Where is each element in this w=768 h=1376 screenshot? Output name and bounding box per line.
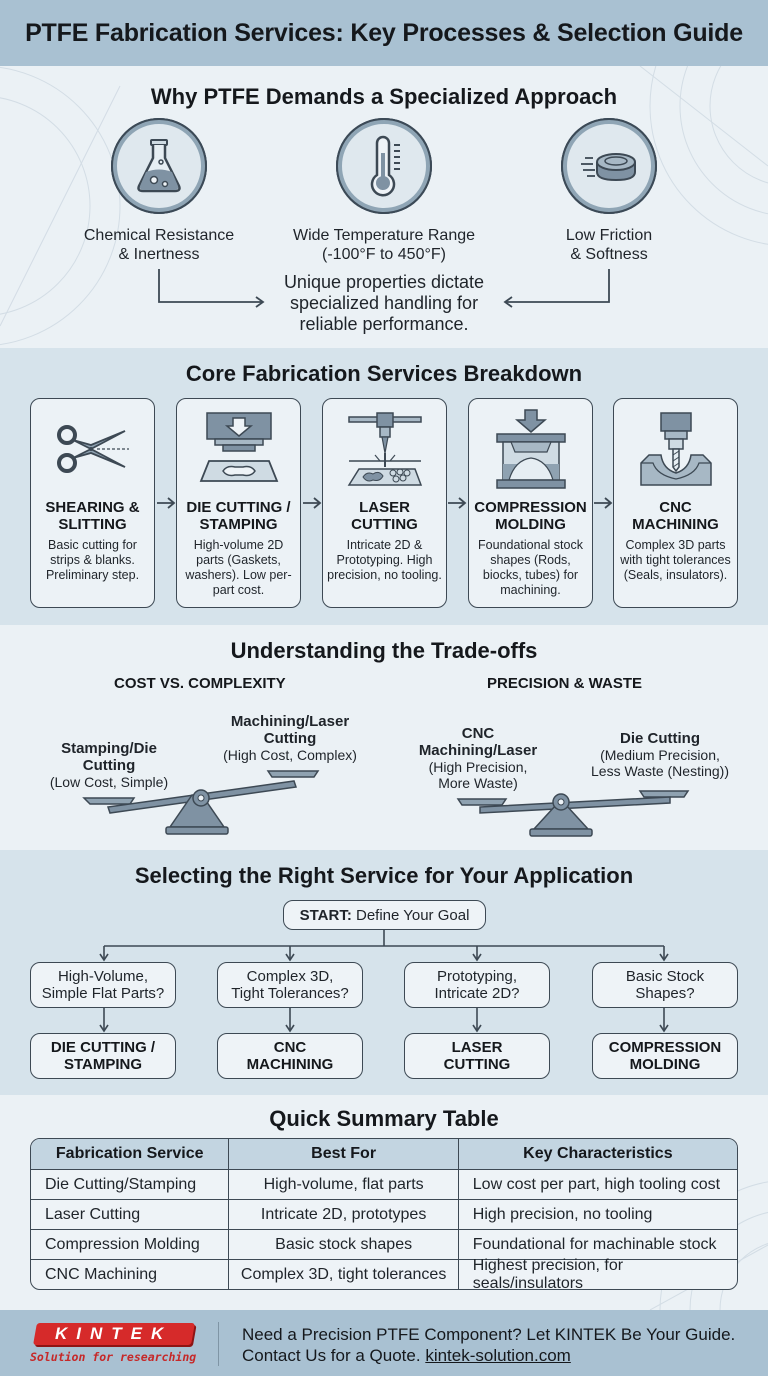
selection-title: Selecting the Right Service for Your App… <box>134 863 634 888</box>
why-conclusion: Unique properties dictate specialized ha… <box>283 272 485 334</box>
table-row: Compression Molding Basic stock shapes F… <box>31 1229 737 1259</box>
column-header: Best For <box>228 1139 457 1169</box>
why-section: Why PTFE Demands a Specialized Approach … <box>0 66 768 348</box>
footer-cta: Need a Precision PTFE Component? Let KIN… <box>242 1325 736 1365</box>
die-press-icon <box>177 399 300 499</box>
arrow-right-icon <box>303 497 322 509</box>
property-chemical: Chemical Resistance & Inertness <box>59 118 259 264</box>
core-services-section: Core Fabrication Services Breakdown SHEA… <box>0 348 768 625</box>
core-title: Core Fabrication Services Breakdown <box>185 361 583 386</box>
flask-icon <box>111 118 207 214</box>
cost-right-label: Machining/Laser Cutting (High Cost, Comp… <box>223 713 357 763</box>
property-friction: Low Friction & Softness <box>509 118 709 264</box>
page-header: PTFE Fabrication Services: Key Processes… <box>0 0 768 66</box>
logo-tagline: Solution for researching <box>30 1350 197 1364</box>
start-node: START: Define Your Goal <box>283 900 486 930</box>
thermometer-icon <box>336 118 432 214</box>
question-node-prototyping: Prototyping,Intricate 2D? <box>404 962 550 1008</box>
tradeoffs-section: Understanding the Trade-offs COST VS. CO… <box>0 625 768 850</box>
table-header-row: Fabrication Service Best For Key Charact… <box>31 1139 737 1169</box>
service-card-shearing: SHEARING &SLITTING Basic cutting for str… <box>30 398 155 608</box>
why-title: Why PTFE Demands a Specialized Approach <box>150 84 618 109</box>
footer-divider <box>218 1322 219 1366</box>
selection-section: Selecting the Right Service for Your App… <box>0 850 768 1095</box>
result-node-die-cutting: DIE CUTTING /STAMPING <box>30 1033 176 1079</box>
mold-press-icon <box>469 399 592 499</box>
service-card-die-cutting: DIE CUTTING /STAMPING High-volume 2D par… <box>176 398 301 608</box>
table-row: Die Cutting/Stamping High-volume, flat p… <box>31 1169 737 1199</box>
puck-icon <box>561 118 657 214</box>
column-header: Fabrication Service <box>55 1145 204 1162</box>
laser-icon <box>323 399 446 499</box>
tradeoffs-title: Understanding the Trade-offs <box>230 638 538 663</box>
column-header: Key Characteristics <box>457 1139 737 1169</box>
question-node-complex-3d: Complex 3D,Tight Tolerances? <box>217 962 363 1008</box>
table-row: CNC Machining Complex 3D, tight toleranc… <box>31 1257 737 1289</box>
summary-title: Quick Summary Table <box>269 1106 499 1131</box>
precision-left-label: CNC Machining/Laser (High Precision, Mor… <box>418 725 538 791</box>
property-temperature: Wide Temperature Range (-100°F to 450°F) <box>284 118 484 264</box>
cost-left-label: Stamping/Die Cutting (Low Cost, Simple) <box>49 740 169 790</box>
page-title: PTFE Fabrication Services: Key Processes… <box>25 18 743 47</box>
summary-table: Fabrication Service Best For Key Charact… <box>30 1138 738 1290</box>
table-row: Laser Cutting Intricate 2D, prototypes H… <box>31 1199 737 1229</box>
website-link[interactable]: kintek-solution.com <box>425 1346 571 1365</box>
cost-complexity-title: COST VS. COMPLEXITY <box>114 675 286 692</box>
scissors-icon <box>31 399 154 499</box>
precision-right-label: Die Cutting (Medium Precision, Less Wast… <box>591 730 729 779</box>
arrow-right-icon <box>157 497 176 509</box>
kintek-logo: KINTEK <box>33 1323 195 1345</box>
arrow-right-icon <box>448 497 467 509</box>
precision-waste-title: PRECISION & WASTE <box>487 675 643 692</box>
question-node-high-volume: High-Volume,Simple Flat Parts? <box>30 962 176 1008</box>
summary-section: Quick Summary Table Fabrication Service … <box>0 1095 768 1310</box>
cnc-mill-icon <box>614 399 737 499</box>
footer: KINTEK Solution for researching Need a P… <box>0 1310 768 1376</box>
balance-scale-icon <box>456 790 690 837</box>
arrow-right-icon <box>594 497 613 509</box>
